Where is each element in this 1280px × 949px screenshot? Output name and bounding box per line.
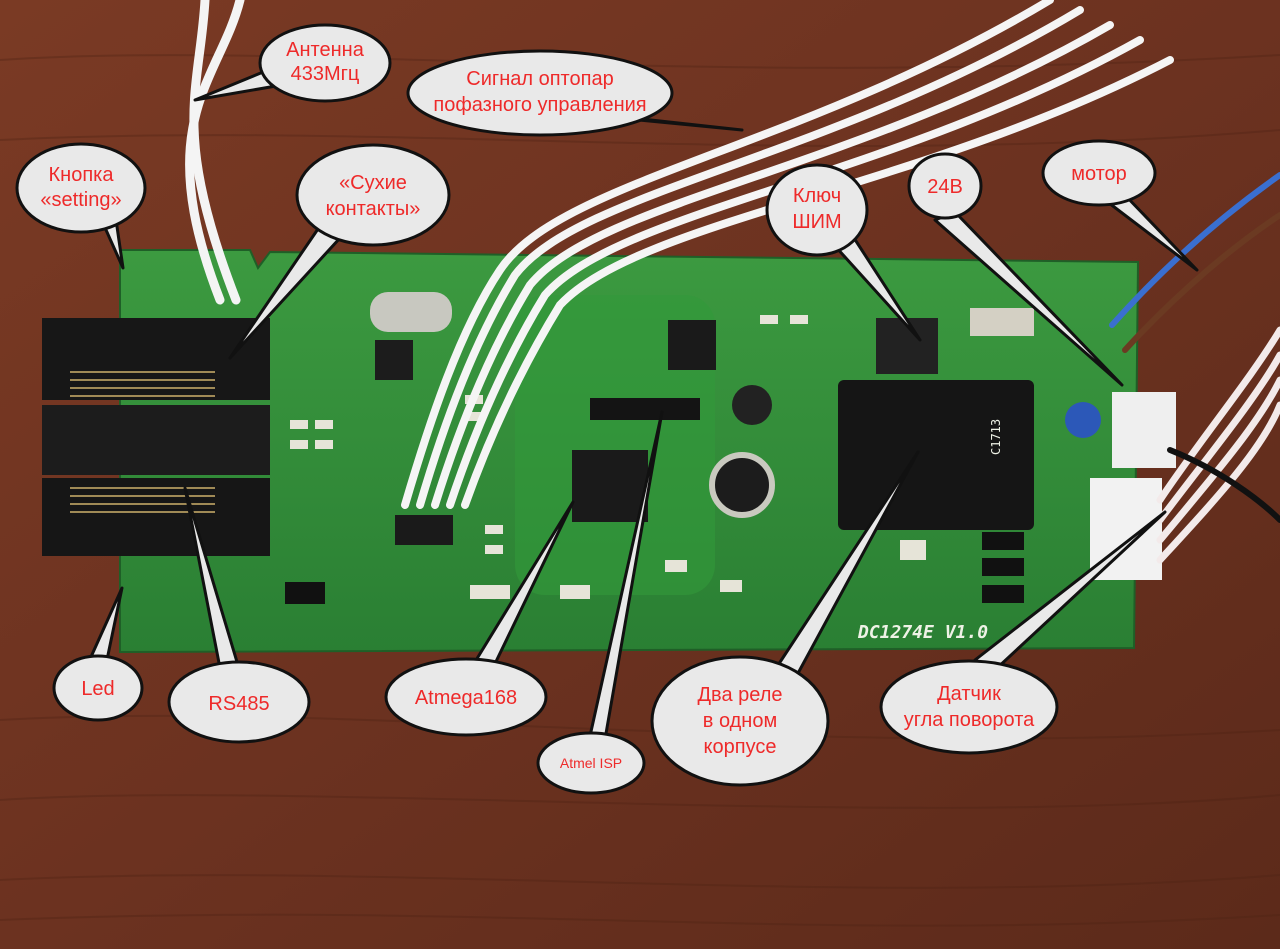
relay-marking: C1713 xyxy=(989,419,1003,455)
callout-dry-contacts: «Сухие контакты» xyxy=(295,143,451,247)
atmega168-chip xyxy=(572,450,648,522)
small-capacitor xyxy=(732,385,772,425)
power-resistor xyxy=(970,308,1034,336)
callout-setting-button: Кнопка «setting» xyxy=(15,142,147,234)
board-silkscreen-label: DC1274E V1.0 xyxy=(857,622,988,643)
callout-led: Led xyxy=(52,654,144,722)
electrolytic-capacitor xyxy=(709,452,775,518)
callout-motor: мотор xyxy=(1041,139,1157,207)
callout-atmel-isp: Atmel ISP xyxy=(536,731,646,795)
white-antenna-wire xyxy=(185,0,245,305)
crystal-oscillator xyxy=(370,292,452,332)
callout-optocoupler-signal: Сигнал оптопар пофазного управления xyxy=(406,49,674,137)
isp-header xyxy=(590,398,700,420)
callout-two-relays: Два реле в одном корпусе xyxy=(650,655,830,787)
callout-pwm-key: Ключ ШИМ xyxy=(765,163,869,257)
driver-ic-u3 xyxy=(668,320,716,370)
callout-atmega168: Atmega168 xyxy=(384,657,548,737)
svg-text:Atmel ISP: Atmel ISP xyxy=(560,755,622,771)
svg-text:Atmega168: Atmega168 xyxy=(415,687,517,709)
svg-text:пофазного управления: пофазного управления xyxy=(433,94,646,116)
svg-text:24В: 24В xyxy=(927,176,963,198)
svg-text:433Мгц: 433Мгц xyxy=(291,63,360,85)
callout-angle-sensor: Датчик угла поворота xyxy=(879,659,1059,755)
svg-text:угла поворота: угла поворота xyxy=(904,709,1035,731)
svg-text:корпусе: корпусе xyxy=(704,736,777,758)
sensor-ribbon-cable xyxy=(1156,326,1280,564)
svg-text:в одном: в одном xyxy=(703,710,777,732)
svg-text:Два реле: Два реле xyxy=(698,684,783,706)
rj-connectors xyxy=(42,318,270,556)
blue-capacitor xyxy=(1065,402,1101,438)
white-connector-24v xyxy=(1112,392,1176,468)
svg-text:Led: Led xyxy=(81,678,114,700)
svg-text:Антенна: Антенна xyxy=(286,39,365,61)
callout-pointers xyxy=(84,68,1199,747)
callout-antenna: Антенна 433Мгц xyxy=(258,23,392,103)
callout-power-24v: 24В xyxy=(907,152,983,220)
svg-text:Сигнал оптопар: Сигнал оптопар xyxy=(466,68,613,90)
svg-text:«Сухие: «Сухие xyxy=(339,172,407,194)
svg-text:Датчик: Датчик xyxy=(937,683,1001,705)
svg-text:RS485: RS485 xyxy=(208,693,269,715)
svg-text:Ключ: Ключ xyxy=(793,185,841,207)
svg-text:контакты»: контакты» xyxy=(326,198,421,220)
svg-text:«setting»: «setting» xyxy=(40,189,121,211)
black-diodes xyxy=(285,532,1024,604)
callout-rs485: RS485 xyxy=(167,660,311,744)
rf-ic xyxy=(375,340,413,380)
motor-wires xyxy=(1109,172,1280,523)
svg-text:Кнопка: Кнопка xyxy=(49,164,115,186)
white-ribbon-cable xyxy=(401,0,1174,509)
relay-block xyxy=(838,380,1034,530)
signal-ic-u4 xyxy=(395,515,453,545)
svg-text:ШИМ: ШИМ xyxy=(792,211,841,233)
svg-text:мотор: мотор xyxy=(1071,163,1127,185)
